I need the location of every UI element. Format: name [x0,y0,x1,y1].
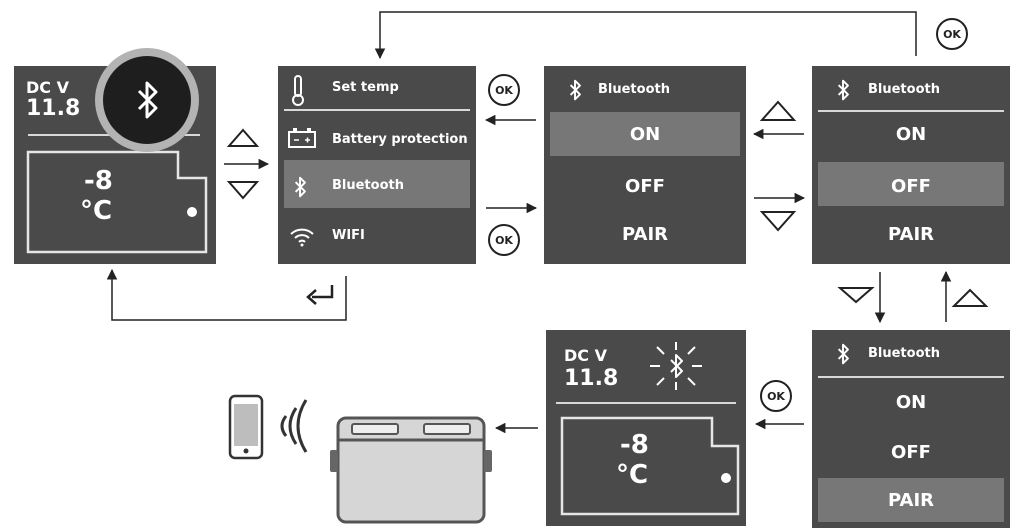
bt-pair-option-on[interactable]: ON [895,392,927,413]
menu-divider [284,109,470,111]
bluetooth-icon [837,79,849,101]
bt-pair-title: Bluetooth [868,346,940,361]
bt-off-divider [818,110,1004,112]
menu-item-bluetooth-highlight [284,160,470,208]
pairing-temp: -8 [620,430,649,460]
loop-arrow-top [374,11,917,60]
bt-on-option-pair[interactable]: PAIR [621,224,669,245]
bluetooth-icon [294,176,306,198]
triangle-down-icon [226,181,260,200]
ok-button-bt-to-menu[interactable]: OK [488,224,520,256]
bt-on-highlight [550,112,740,156]
menu-item-set-temp[interactable]: Set temp [332,80,399,95]
triangle-up-icon [226,128,260,147]
bt-off-highlight [818,162,1004,206]
bt-off-option-on[interactable]: ON [895,124,927,145]
loop-arrow-return [106,268,347,321]
bt-on-title: Bluetooth [598,82,670,97]
ok-button-top-right[interactable]: OK [936,18,968,50]
pairing-voltage: 11.8 [564,366,619,391]
triangle-up-icon [759,100,797,121]
cooler-box-icon [330,416,492,524]
bt-off-option-off[interactable]: OFF [891,176,931,197]
bt-pair-option-pair[interactable]: PAIR [887,490,935,511]
wifi-icon [290,228,314,247]
pairing-dcv-label: DC V [564,346,607,365]
triangle-down-icon [837,287,875,304]
home-temp-unit: °C [80,196,113,226]
home-voltage: 11.8 [26,96,81,121]
bluetooth-off-screen: Bluetooth ON OFF PAIR [812,66,1010,264]
bluetooth-on-screen: Bluetooth ON OFF PAIR [544,66,746,264]
battery-icon [288,128,316,148]
bluetooth-flashing-icon [650,342,702,390]
ok-button-menu-to-bt[interactable]: OK [488,74,520,106]
pairing-temp-unit: °C [616,460,649,490]
home-temp: -8 [84,166,113,196]
bt-on-option-on[interactable]: ON [629,124,661,145]
bluetooth-icon [837,343,849,365]
ok-button-pair-confirm[interactable]: OK [760,380,792,412]
bt-off-title: Bluetooth [868,82,940,97]
bluetooth-pair-screen: Bluetooth ON OFF PAIR [812,330,1010,528]
triangle-down-icon [759,211,797,232]
pairing-temp-frame [560,416,740,516]
bluetooth-icon [137,81,158,119]
bt-off-option-pair[interactable]: PAIR [887,224,935,245]
menu-item-bluetooth[interactable]: Bluetooth [332,178,404,193]
thermometer-icon [292,75,304,106]
menu-item-battery-protection[interactable]: Battery protection [332,132,468,147]
signal-waves-icon [280,399,308,453]
pairing-divider [556,402,736,404]
home-temp-frame [26,150,208,254]
phone-icon [228,394,264,460]
bt-on-option-off[interactable]: OFF [625,176,665,197]
menu-item-wifi[interactable]: WIFI [332,228,365,243]
menu-screen: Set temp Battery protection Bluetooth WI… [278,66,476,264]
triangle-up-icon [951,288,989,307]
home-dcv-label: DC V [26,78,69,97]
return-icon [306,285,334,305]
bluetooth-icon [569,79,581,101]
bt-pair-option-off[interactable]: OFF [891,442,931,463]
bt-pair-divider [818,376,1004,378]
bt-pair-highlight [818,478,1004,522]
